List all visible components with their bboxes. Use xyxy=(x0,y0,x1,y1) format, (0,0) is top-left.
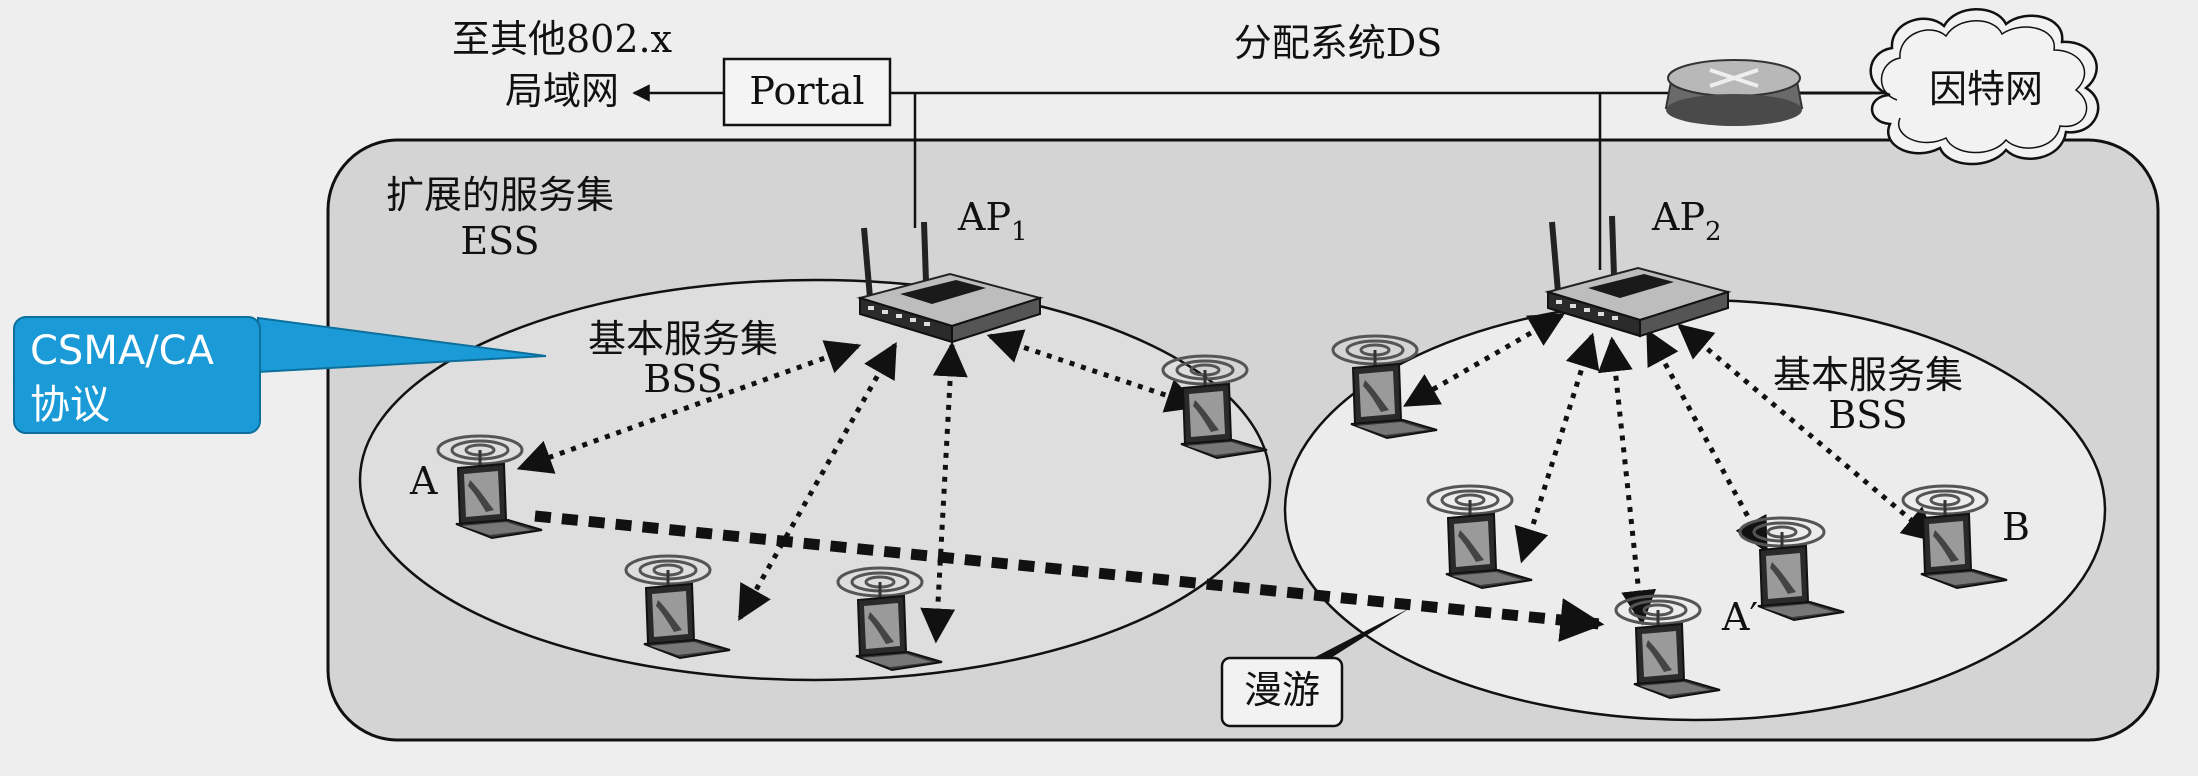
other-lan-label-line-2: 局域网 xyxy=(505,69,619,113)
ap1-label: AP1 xyxy=(957,195,1028,247)
internet-label: 因特网 xyxy=(1929,67,2043,111)
bss-right-region xyxy=(1283,298,2107,722)
roaming-path xyxy=(534,510,1605,642)
cloud-icon xyxy=(1869,8,2100,166)
callout-line-2: 协议 xyxy=(30,382,110,428)
bss-right-label-line-2: BSS xyxy=(1828,393,1907,437)
roaming-label: 漫游 xyxy=(1244,668,1320,712)
portal-label: Portal xyxy=(749,69,864,113)
callout-box xyxy=(13,316,261,434)
ess-label-line-2: ESS xyxy=(460,219,539,263)
callout-line-1: CSMA/CA xyxy=(30,328,215,374)
station-a-label: A xyxy=(409,459,438,503)
portal-box xyxy=(722,57,892,127)
bss-left-label-line-1: 基本服务集 xyxy=(588,317,778,361)
ess-label-line-1: 扩展的服务集 xyxy=(386,173,614,217)
ds-label: 分配系统DS xyxy=(1234,21,1443,65)
bss-left-label-line-2: BSS xyxy=(643,357,722,401)
roaming-box xyxy=(1220,656,1344,728)
other-lan-label-line-1: 至其他802.x xyxy=(452,17,672,61)
ap2-label: AP2 xyxy=(1651,195,1722,247)
station-b-label: B xyxy=(2002,505,2030,549)
station-a-prime-label: A′ xyxy=(1721,595,1758,639)
bss-right-label-line-1: 基本服务集 xyxy=(1773,353,1963,397)
router-icon xyxy=(1664,59,1804,126)
